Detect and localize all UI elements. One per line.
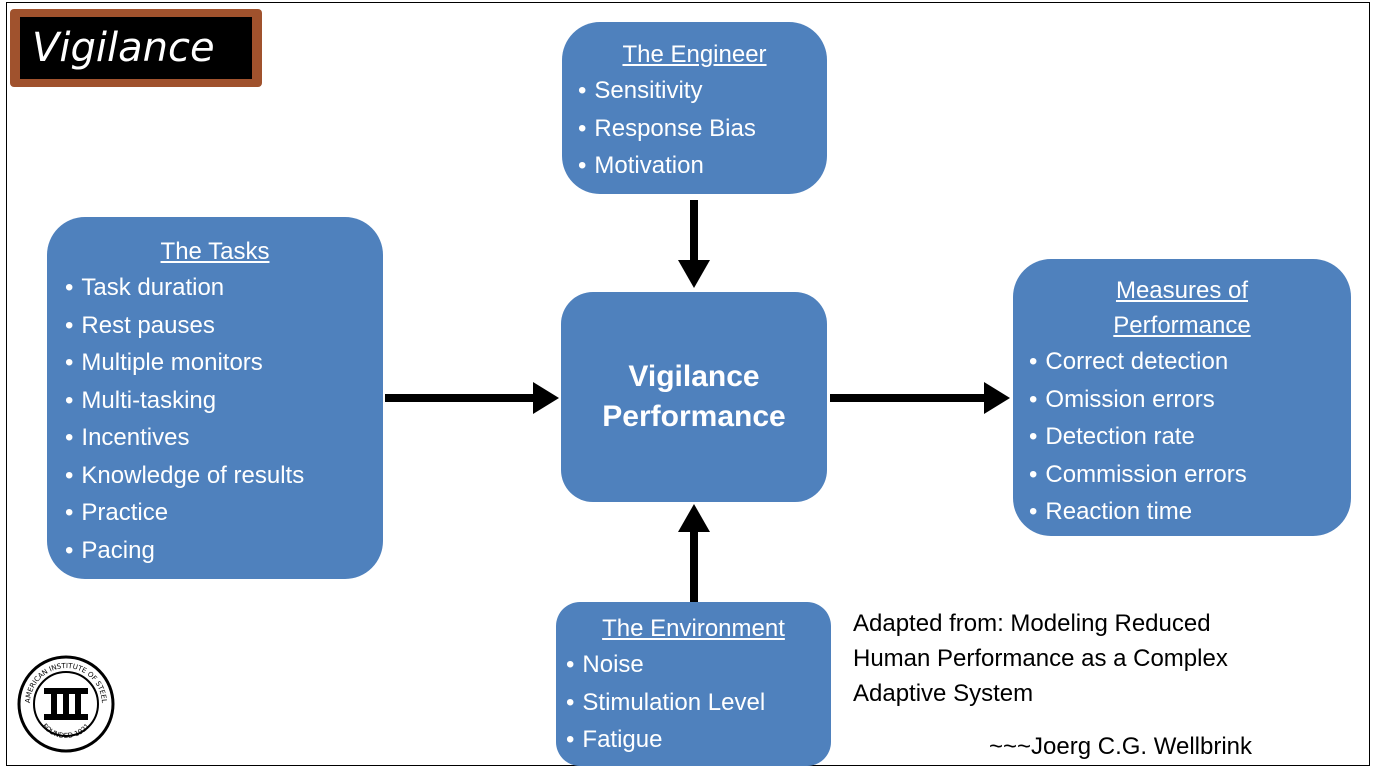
tasks-heading: The Tasks bbox=[160, 238, 270, 265]
environment-box: The Environment Noise Stimulation Level … bbox=[556, 602, 831, 766]
list-item: Commission errors bbox=[1029, 456, 1351, 494]
title-chalkboard: Vigilance bbox=[10, 9, 262, 87]
center-line-2: Performance bbox=[602, 400, 786, 433]
environment-list: Noise Stimulation Level Fatigue bbox=[566, 646, 831, 759]
aisc-logo: AMERICAN INSTITUTE OF STEEL FOUNDED 1921 bbox=[17, 655, 115, 753]
slide-title: Vigilance bbox=[20, 17, 252, 79]
tasks-list: Task duration Rest pauses Multiple monit… bbox=[65, 269, 383, 569]
list-item: Detection rate bbox=[1029, 418, 1351, 456]
list-item: Pacing bbox=[65, 532, 383, 570]
engineer-list: Sensitivity Response Bias Motivation bbox=[578, 72, 827, 185]
list-item: Correct detection bbox=[1029, 343, 1351, 381]
list-item: Practice bbox=[65, 494, 383, 532]
center-line-1: Vigilance bbox=[628, 360, 760, 393]
arrow-up-environment bbox=[678, 504, 710, 602]
list-item: Knowledge of results bbox=[65, 457, 383, 495]
list-item: Response Bias bbox=[578, 110, 827, 148]
measures-box: Measures of Performance Correct detectio… bbox=[1013, 259, 1351, 536]
list-item: Noise bbox=[566, 646, 831, 684]
measures-heading-line-1: Measures of bbox=[1115, 277, 1249, 304]
tasks-box: The Tasks Task duration Rest pauses Mult… bbox=[47, 217, 383, 579]
list-item: Incentives bbox=[65, 419, 383, 457]
arrow-right-measures bbox=[830, 382, 1010, 414]
citation: Adapted from: Modeling Reduced Human Per… bbox=[853, 606, 1353, 711]
arrow-right-tasks bbox=[385, 382, 559, 414]
engineer-box: The Engineer Sensitivity Response Bias M… bbox=[562, 22, 827, 194]
citation-line-1: Adapted from: Modeling Reduced bbox=[853, 610, 1211, 637]
measures-list: Correct detection Omission errors Detect… bbox=[1029, 343, 1351, 531]
list-item: Reaction time bbox=[1029, 493, 1351, 531]
list-item: Multiple monitors bbox=[65, 344, 383, 382]
list-item: Stimulation Level bbox=[566, 684, 831, 722]
citation-line-3: Adaptive System bbox=[853, 680, 1034, 707]
citation-author: ~~~Joerg C.G. Wellbrink bbox=[989, 733, 1253, 760]
aisc-monogram bbox=[44, 688, 88, 720]
vigilance-performance-box: Vigilance Performance bbox=[561, 292, 827, 502]
arrow-down-engineer bbox=[678, 200, 710, 288]
measures-heading-line-2: Performance bbox=[1113, 312, 1251, 339]
list-item: Multi-tasking bbox=[65, 382, 383, 420]
list-item: Fatigue bbox=[566, 721, 831, 759]
list-item: Sensitivity bbox=[578, 72, 827, 110]
list-item: Omission errors bbox=[1029, 381, 1351, 419]
environment-heading: The Environment bbox=[602, 615, 785, 642]
list-item: Task duration bbox=[65, 269, 383, 307]
citation-line-2: Human Performance as a Complex bbox=[853, 645, 1228, 672]
list-item: Rest pauses bbox=[65, 307, 383, 345]
engineer-heading: The Engineer bbox=[622, 41, 767, 68]
list-item: Motivation bbox=[578, 147, 827, 185]
